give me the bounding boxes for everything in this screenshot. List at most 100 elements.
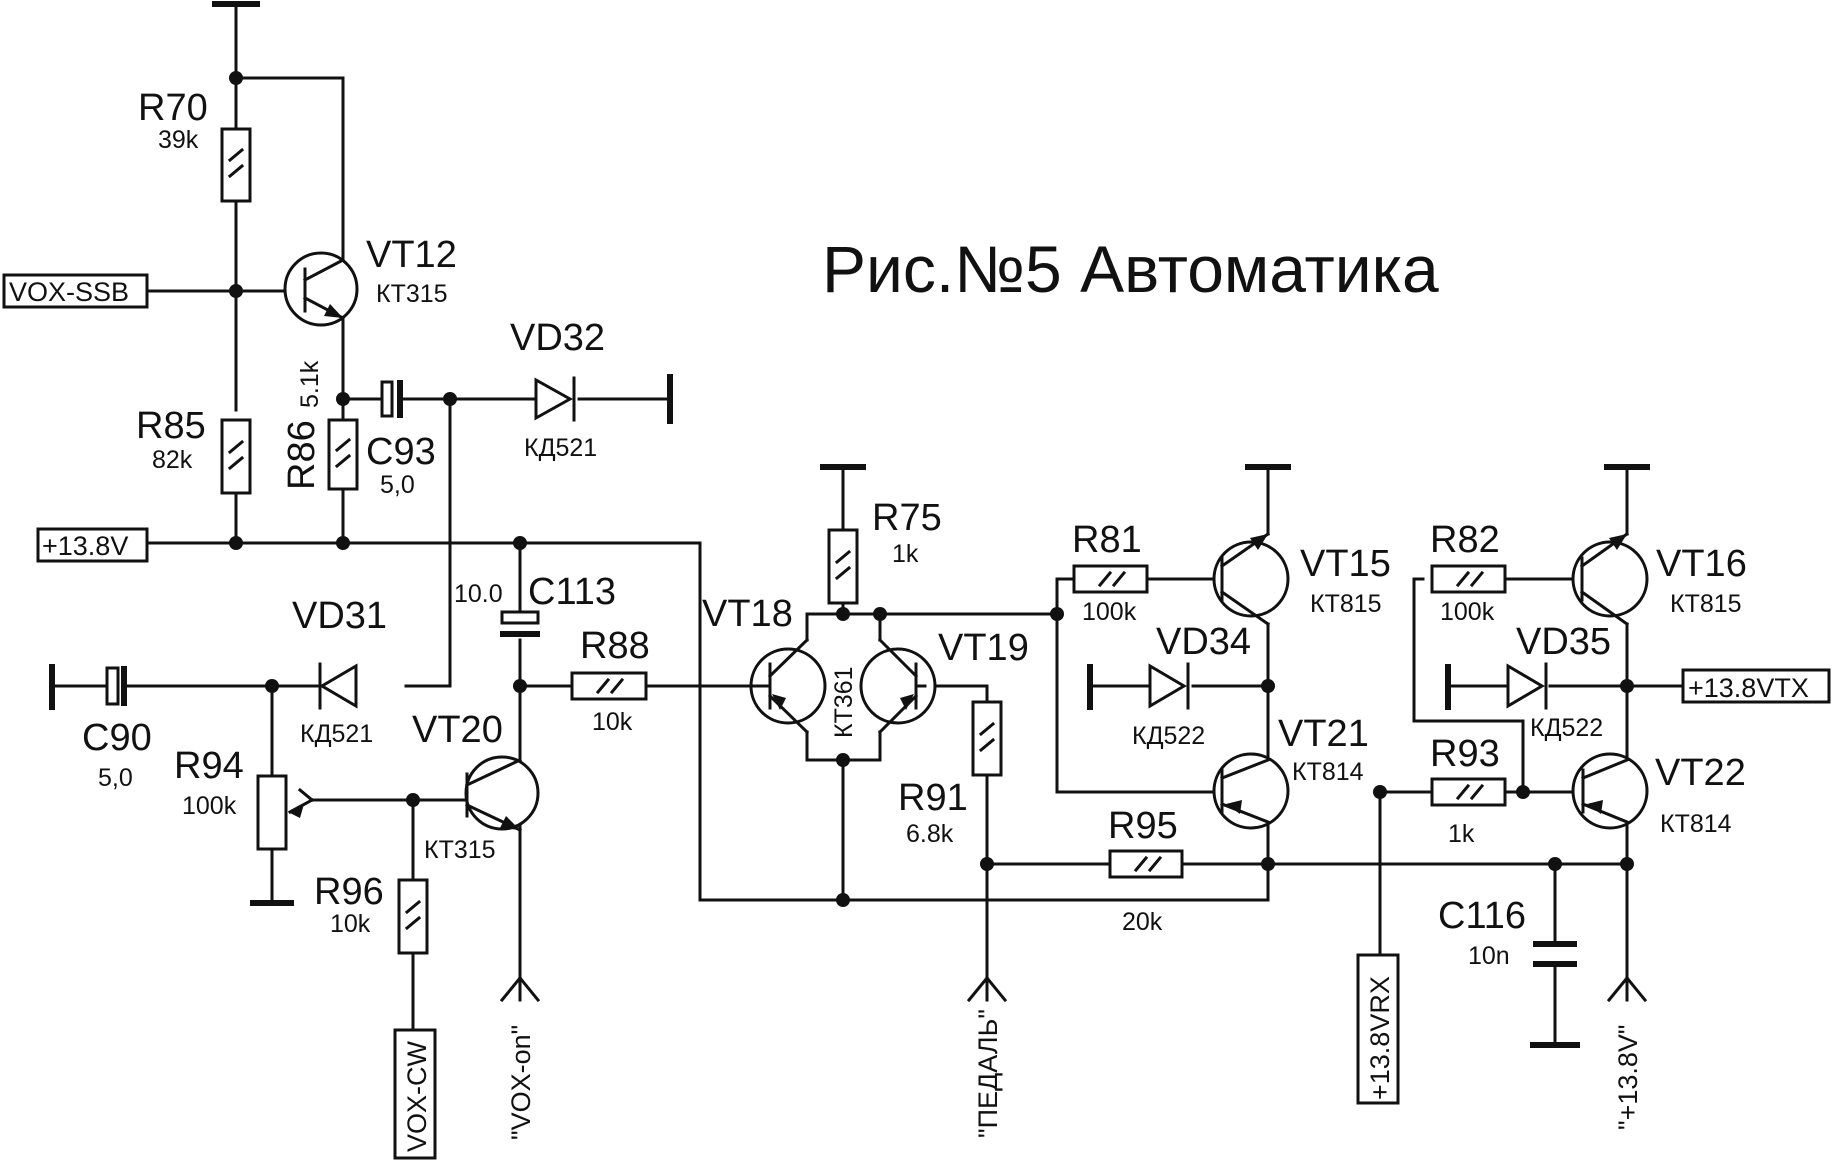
r75-symbol [827, 528, 859, 605]
r95-symbol [1108, 849, 1184, 879]
r95-ref: R95 [1108, 805, 1178, 847]
vd31-value: КД521 [300, 720, 373, 748]
r88-value: 10k [592, 708, 633, 736]
r91-ref: R91 [898, 777, 968, 819]
r82-ref: R82 [1430, 519, 1500, 561]
r85-ref: R85 [136, 405, 206, 447]
c116-symbol [1533, 941, 1577, 967]
c113-value: 10.0 [454, 580, 503, 608]
r70-ref: R70 [138, 87, 208, 129]
vt19-ref: VT19 [938, 627, 1029, 669]
port-pedal: "ПЕДАЛЬ" [973, 1009, 1003, 1138]
vd31-symbol [318, 662, 358, 710]
vt21-symbol [1212, 752, 1290, 830]
vt21-ref: VT21 [1278, 713, 1369, 755]
c113-symbol [500, 610, 540, 637]
r91-value: 6.8k [906, 820, 954, 848]
diagram-title: Рис.№5 Автоматика [822, 232, 1439, 306]
vd35-value: КД522 [1530, 714, 1603, 742]
vt12-value: КТ315 [376, 280, 448, 308]
vt20-value: КТ315 [424, 836, 496, 864]
vt22-ref: VT22 [1655, 752, 1746, 794]
r93-value: 1k [1448, 820, 1475, 848]
c90-value: 5,0 [98, 764, 133, 792]
c93-value: 5,0 [380, 471, 415, 499]
vt18-ref: VT18 [702, 593, 793, 635]
vd32-ref: VD32 [510, 317, 605, 359]
r95-value: 20k [1122, 908, 1163, 936]
c93-symbol [380, 380, 403, 418]
r88-ref: R88 [580, 625, 650, 667]
r82-value: 100k [1440, 598, 1495, 626]
port-13-8vtx: +13.8VTX [1688, 673, 1809, 703]
transistors [283, 251, 1649, 832]
port-13-8v-left: +13.8V [42, 531, 128, 561]
port-boxes [2, 273, 1831, 1160]
diodes [318, 376, 1548, 710]
vt22-symbol [1571, 752, 1649, 830]
vt20-symbol [464, 755, 540, 832]
r75-ref: R75 [872, 497, 942, 539]
r75-value: 1k [892, 540, 919, 568]
vt21-value: КТ814 [1292, 758, 1364, 786]
port-vox-on: "VOX-on" [506, 1025, 536, 1140]
port-vox-ssb: VOX-SSB [9, 277, 129, 307]
vt16-value: КТ815 [1670, 590, 1742, 618]
c90-symbol [105, 666, 127, 706]
r96-ref: R96 [314, 871, 384, 913]
port-vox-cw: VOX-CW [402, 1040, 432, 1152]
vt15-value: КТ815 [1310, 590, 1382, 618]
r91-symbol [971, 700, 1003, 777]
r81-ref: R81 [1072, 519, 1142, 561]
c116-ref: C116 [1438, 895, 1526, 937]
vd31-ref: VD31 [292, 595, 387, 637]
r82-symbol [1430, 564, 1507, 594]
pedal-connector-icon [966, 975, 1008, 1003]
r94-value: 100k [182, 792, 237, 820]
vd35-ref: VD35 [1516, 621, 1611, 663]
r81-value: 100k [1082, 598, 1137, 626]
r96-symbol [397, 878, 429, 955]
capacitors [105, 380, 1577, 967]
port-13-8v-quoted: "+13.8V" [1613, 1025, 1643, 1131]
c113-ref: C113 [528, 571, 616, 613]
vt22-value: КТ814 [1660, 810, 1732, 838]
vd32-symbol [534, 376, 576, 422]
vox-on-connector-icon [499, 975, 541, 1003]
r70-value: 39k [158, 126, 199, 154]
vt16-ref: VT16 [1656, 543, 1747, 585]
connector-arrows [499, 975, 1648, 1003]
r96-value: 10k [330, 910, 371, 938]
ground-bars [49, 1, 1650, 1048]
vt16-symbol [1571, 531, 1649, 627]
vt18-symbol [749, 637, 827, 735]
r70-symbol [220, 127, 252, 203]
r86-ref: R86 [281, 420, 323, 490]
resistors [220, 127, 1507, 955]
r94-potentiometer-symbol [256, 774, 315, 851]
r85-value: 82k [152, 446, 193, 474]
vd34-symbol [1148, 662, 1190, 710]
c90-ref: C90 [82, 717, 152, 759]
c93-ref: C93 [366, 431, 436, 473]
port-13-8vrx: +13.8VRX [1365, 976, 1395, 1100]
r88-symbol [570, 671, 648, 701]
vt18-value: КТ361 [830, 666, 858, 738]
r93-ref: R93 [1430, 733, 1500, 775]
junction-dots [229, 71, 1634, 907]
r81-symbol [1072, 564, 1149, 594]
vt19-symbol [859, 637, 937, 735]
c116-value: 10n [1468, 942, 1510, 970]
r85-symbol [220, 418, 252, 495]
vt15-symbol [1212, 531, 1290, 627]
vd34-ref: VD34 [1156, 621, 1251, 663]
vd32-value: КД521 [524, 434, 597, 462]
r94-ref: R94 [174, 745, 244, 787]
vt20-ref: VT20 [412, 709, 503, 751]
vt15-ref: VT15 [1300, 543, 1391, 585]
vd34-value: КД522 [1132, 722, 1205, 750]
v13-8-connector-icon [1606, 975, 1648, 1003]
vt12-ref: VT12 [366, 234, 457, 276]
r93-symbol [1430, 777, 1507, 807]
